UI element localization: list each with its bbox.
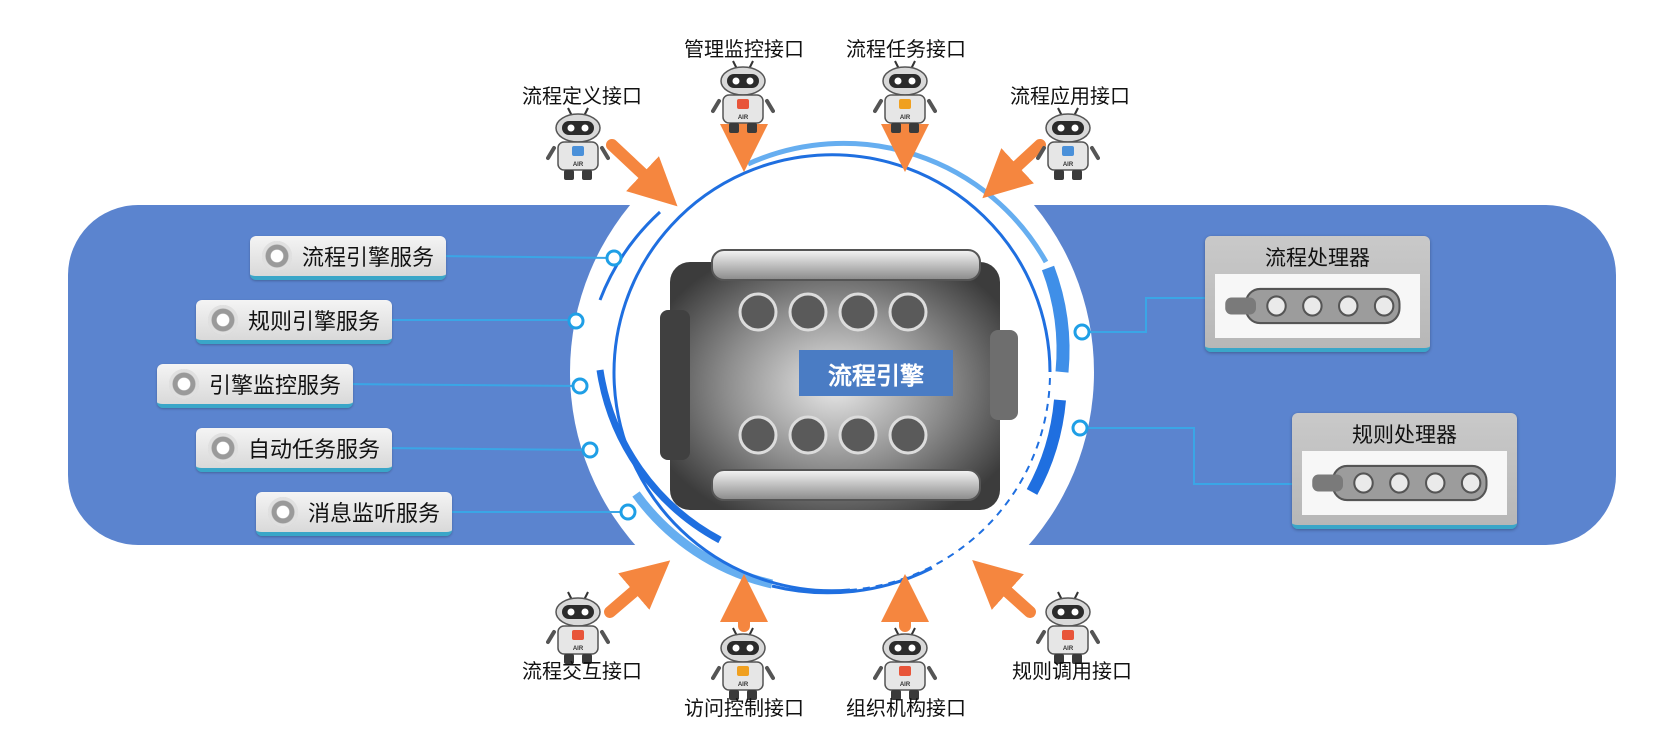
connector-line-6 <box>1082 297 1205 333</box>
robot-icon: AIR <box>711 624 775 704</box>
service-label: 引擎监控服务 <box>209 374 342 399</box>
service-label: 消息监听服务 <box>308 502 441 527</box>
connector-line-7 <box>1080 427 1292 485</box>
interface-label-bottom-2: 访问控制接口 <box>684 696 804 720</box>
service-label: 流程引擎服务 <box>302 246 435 271</box>
center-title: 流程引擎 <box>799 350 953 396</box>
interface-label-top-2: 管理监控接口 <box>684 37 804 61</box>
robot-badge-text: AIR <box>573 646 584 652</box>
arrow-bottom-4 <box>972 559 1036 618</box>
interface-label-bottom-4: 规则调用接口 <box>1012 659 1132 683</box>
interface-label-top-1: 流程定义接口 <box>522 84 642 108</box>
inner-ring-solid <box>612 153 1052 593</box>
connector-line-4 <box>382 447 591 451</box>
connector-dot-3 <box>571 377 589 395</box>
processor-box-2[interactable]: 规则处理器 <box>1292 413 1517 529</box>
processor-label: 流程处理器 <box>1265 246 1370 270</box>
service-label: 规则引擎服务 <box>248 310 381 335</box>
interface-label-top-4: 流程应用接口 <box>1010 84 1130 108</box>
connector-dot-4 <box>581 441 599 459</box>
manifold-image <box>1215 274 1420 338</box>
processor-label: 规则处理器 <box>1352 423 1457 447</box>
connector-dot-7 <box>1071 419 1089 437</box>
connector-line-1 <box>436 255 615 259</box>
robot-badge-text: AIR <box>738 682 749 688</box>
gear-icon <box>208 305 238 335</box>
outer-arc-right-lower <box>1026 399 1066 495</box>
service-box-3[interactable]: 引擎监控服务 <box>157 364 354 408</box>
robot-badge-text: AIR <box>573 162 584 168</box>
robot-badge-text: AIR <box>1063 162 1074 168</box>
outer-arc-left <box>598 210 662 301</box>
gear-icon <box>268 497 298 527</box>
connector-dot-2 <box>567 312 585 330</box>
robot-icon: AIR <box>546 104 610 184</box>
service-label: 自动任务服务 <box>248 438 381 463</box>
gear-icon <box>262 241 292 271</box>
service-box-4[interactable]: 自动任务服务 <box>196 428 393 472</box>
service-box-5[interactable]: 消息监听服务 <box>256 492 453 536</box>
robot-badge-text: AIR <box>738 115 749 121</box>
connector-line-3 <box>342 383 581 387</box>
connector-dot-6 <box>1073 323 1091 341</box>
interface-label-bottom-1: 流程交互接口 <box>522 659 642 683</box>
connector-dot-1 <box>605 249 623 267</box>
inner-ring-dashed <box>849 371 1052 591</box>
inner-ring-thick-left <box>596 369 722 544</box>
robot-icon: AIR <box>711 57 775 137</box>
service-box-1[interactable]: 流程引擎服务 <box>250 236 447 280</box>
manifold-image <box>1302 451 1507 515</box>
interface-label-bottom-3: 组织机构接口 <box>846 696 966 720</box>
robot-icon: AIR <box>873 624 937 704</box>
robot-badge-text: AIR <box>1063 646 1074 652</box>
robot-badge-text: AIR <box>900 682 911 688</box>
robot-badge-text: AIR <box>900 115 911 121</box>
robot-icon: AIR <box>873 57 937 137</box>
robot-icon: AIR <box>1036 104 1100 184</box>
gear-icon <box>169 369 199 399</box>
robot-icon: AIR <box>1036 588 1100 668</box>
arrow-bottom-1 <box>604 560 671 618</box>
interface-label-top-3: 流程任务接口 <box>846 37 966 61</box>
connector-dot-5 <box>619 503 637 521</box>
processor-box-1[interactable]: 流程处理器 <box>1205 236 1430 352</box>
arrow-top-1 <box>606 139 678 207</box>
arrow-top-4 <box>982 139 1046 199</box>
gear-icon <box>208 433 238 463</box>
service-box-2[interactable]: 规则引擎服务 <box>196 300 393 344</box>
robot-icon: AIR <box>546 588 610 668</box>
outer-arc-right <box>1041 265 1070 373</box>
